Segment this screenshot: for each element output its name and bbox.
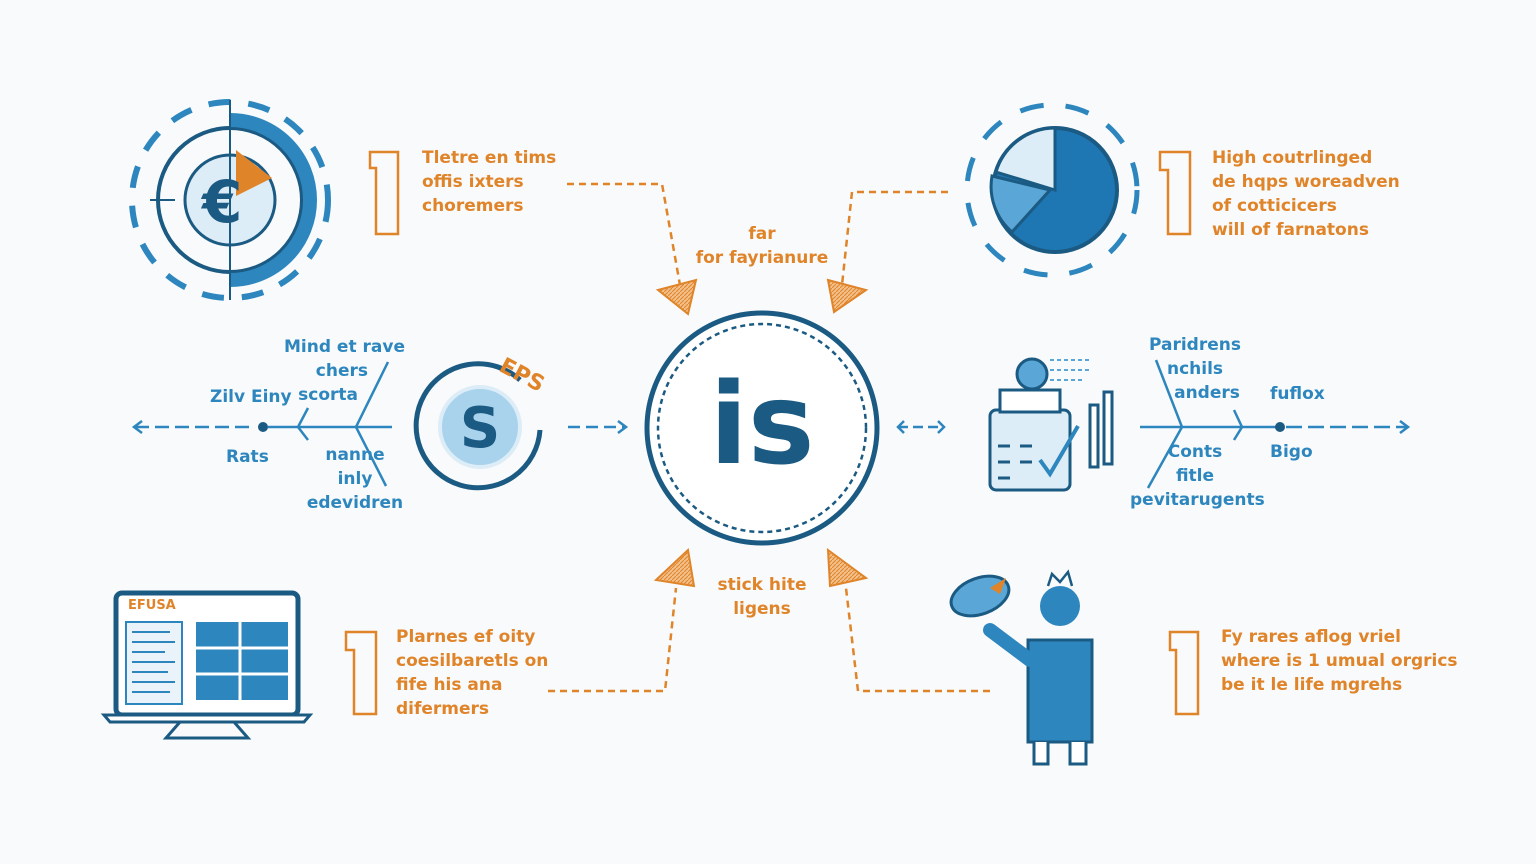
connector-lines — [548, 182, 990, 693]
right-lower-text: Conts fitle pevitarugents — [1130, 440, 1265, 512]
text-line: of cotticicers — [1212, 196, 1337, 216]
text-line: far — [748, 224, 776, 244]
text-line: Fy rares aflog vriel — [1221, 627, 1401, 647]
text-line: fife his ana — [396, 675, 503, 695]
left-node-bottom-label: Rats — [226, 447, 269, 467]
text-line: chers — [315, 361, 368, 381]
coin-icon: S — [413, 361, 543, 491]
right-node-dot — [1275, 422, 1285, 432]
text-line: choremers — [422, 196, 524, 216]
svg-text:€: € — [200, 168, 242, 236]
text-line: pevitarugents — [1130, 490, 1265, 510]
text-line: stick hite — [717, 575, 807, 595]
text-line: Plarnes ef oity — [396, 627, 536, 647]
text-line: for fayrianure — [695, 248, 829, 268]
calculator-icon — [988, 357, 1114, 492]
laptop-screen-label: EFUSA — [128, 598, 176, 613]
arrow-heads — [653, 278, 869, 588]
text-line: scorta — [298, 385, 358, 405]
text-line: ligens — [733, 599, 791, 619]
text-line: Tletre en tims — [422, 148, 557, 168]
text-line: High coutrlinged — [1212, 148, 1373, 168]
left-fishbone — [131, 361, 629, 487]
text-line: fitle — [1175, 466, 1215, 486]
text-line: edevidren — [306, 493, 404, 513]
text-line: nanne — [325, 445, 385, 465]
bottom-right-text: Fy rares aflog vriel where is 1 umual or… — [1221, 625, 1458, 697]
center-circle — [644, 310, 880, 546]
right-upper-text: Paridrens nchils anders — [1140, 333, 1250, 405]
text-line: be it le life mgrehs — [1221, 675, 1403, 695]
numeral-marks — [344, 150, 1200, 716]
text-line: Paridrens — [1149, 335, 1241, 355]
person-icon — [949, 569, 1094, 766]
center-label: is — [709, 360, 815, 490]
right-node-bottom-label: Bigo — [1270, 442, 1313, 462]
bottom-left-text: Plarnes ef oity coesilbaretls on fife hi… — [396, 625, 548, 721]
left-node-dot — [258, 422, 268, 432]
svg-text:S: S — [460, 396, 500, 461]
text-line: coesilbaretls on — [396, 651, 549, 671]
right-fishbone — [896, 359, 1411, 489]
left-lower-text: nanne inly edevidren — [300, 443, 410, 515]
text-line: offis ixters — [422, 172, 524, 192]
laptop-icon — [100, 590, 314, 740]
text-line: nchils — [1166, 359, 1224, 379]
text-line: difermers — [396, 699, 490, 719]
text-line: will of farnatons — [1212, 220, 1369, 240]
text-line: anders — [1174, 383, 1240, 403]
left-upper-text: Mind et rave chers scorta — [284, 335, 405, 407]
top-right-text: High coutrlinged de hqps woreadven of co… — [1212, 146, 1400, 242]
pie-chart-icon — [964, 102, 1140, 278]
top-center-text: far for fayrianure — [672, 222, 852, 270]
right-node-top-label: fuflox — [1270, 384, 1325, 404]
text-line: inly — [337, 469, 373, 489]
text-line: Conts — [1167, 442, 1223, 462]
text-line: Mind et rave — [284, 337, 405, 357]
text-line: de hqps woreadven — [1212, 172, 1400, 192]
euro-gauge-icon: € — [129, 99, 331, 301]
text-line: where is 1 umual orgrics — [1221, 651, 1458, 671]
top-left-text: Tletre en tims offis ixters choremers — [422, 146, 556, 218]
left-node-top-label: Zilv Einy — [210, 387, 292, 407]
bottom-center-text: stick hite ligens — [672, 573, 852, 621]
